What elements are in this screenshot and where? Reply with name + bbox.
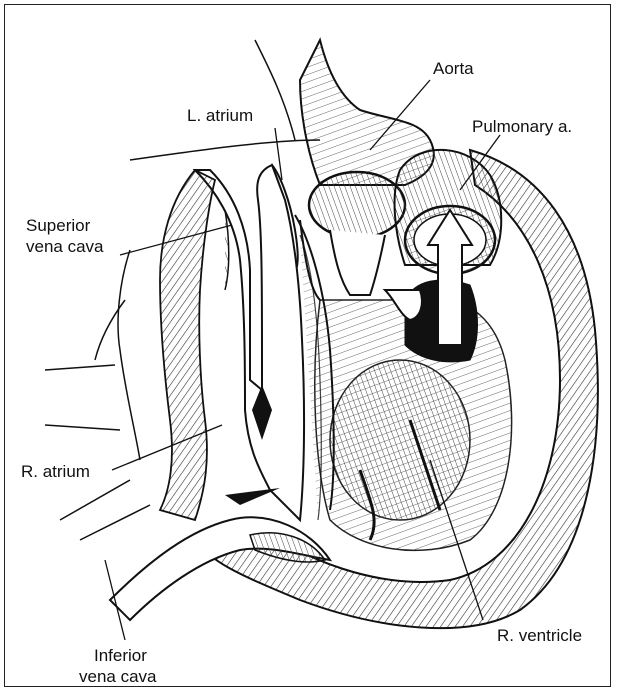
label-right-atrium: R. atrium (21, 461, 90, 482)
label-pulmonary-artery: Pulmonary a. (472, 116, 572, 137)
label-aorta: Aorta (433, 58, 474, 79)
right-atrium-chamber (160, 165, 304, 520)
label-inferior-vena-cava-line1: Inferior (94, 645, 147, 666)
label-right-ventricle: R. ventricle (497, 625, 582, 646)
label-inferior-vena-cava-line2: vena cava (79, 666, 157, 687)
label-superior-vena-cava-line1: Superior (26, 215, 90, 236)
label-superior-vena-cava-line2: vena cava (26, 236, 104, 257)
label-left-atrium: L. atrium (187, 105, 253, 126)
